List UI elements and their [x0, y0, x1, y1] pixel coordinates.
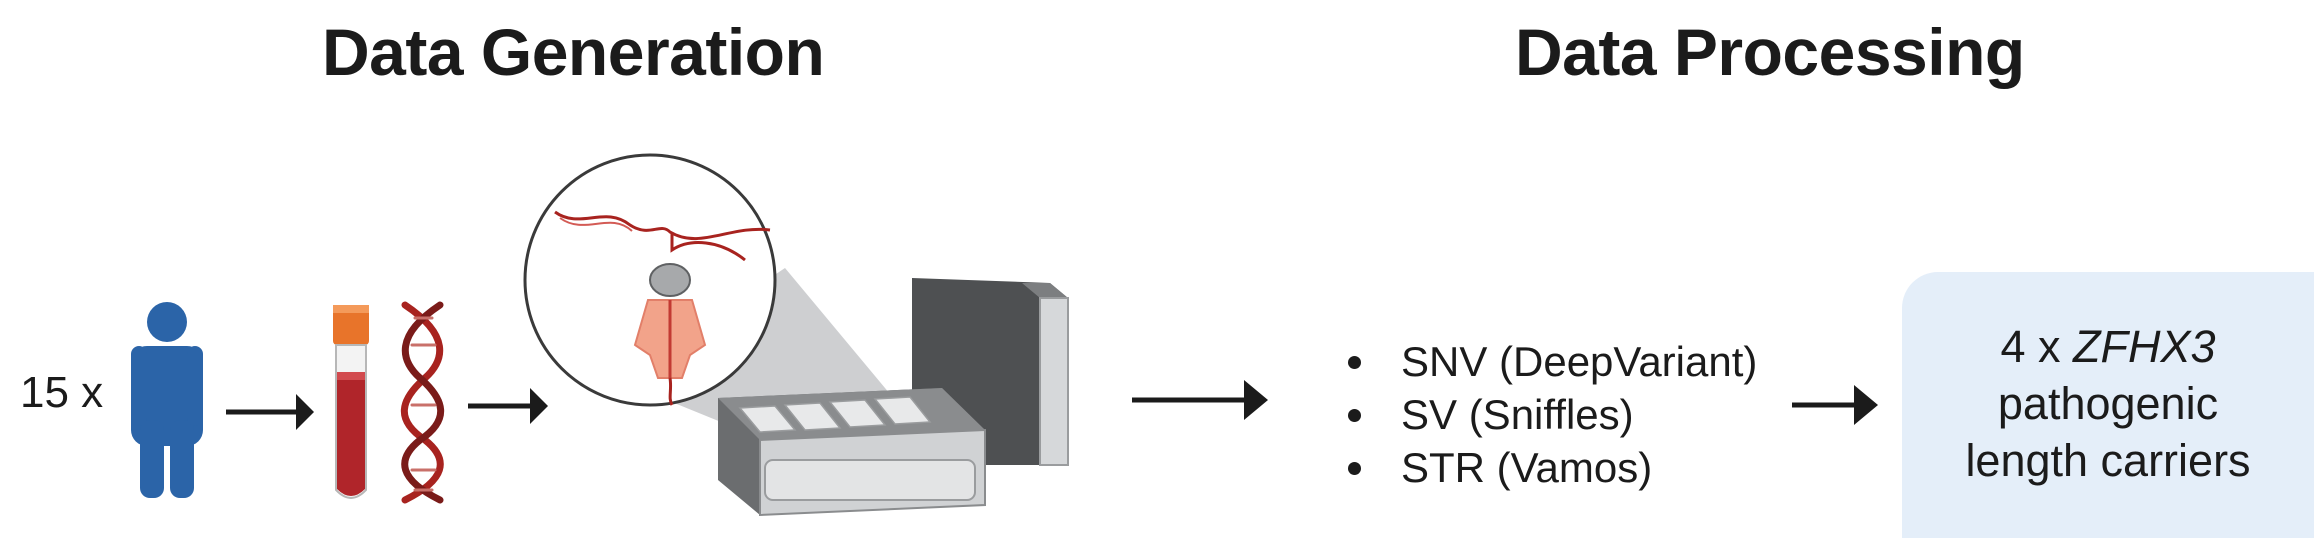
output-sv: SV (Sniffles) — [1401, 391, 1634, 438]
blood-tube-icon — [333, 305, 369, 499]
arrow-processing-to-result — [1792, 385, 1878, 425]
dna-helix-icon — [400, 301, 445, 504]
result-text: 4 x ZFHX3 pathogenic length carriers — [1902, 318, 2314, 489]
bullet-icon — [1348, 462, 1361, 475]
data-processing-title: Data Processing — [1515, 15, 2025, 89]
data-generation-title: Data Generation — [322, 15, 825, 89]
processing-output-list: SNV (DeepVariant) SV (Sniffles) STR (Vam… — [1348, 335, 1757, 494]
bullet-icon — [1348, 356, 1361, 369]
sample-count-label: 15 x — [20, 368, 104, 417]
arrow-dna-to-sequencer — [468, 388, 548, 424]
result-prefix: 4 x — [2000, 321, 2074, 372]
result-line-3: length carriers — [1965, 435, 2251, 486]
sequencer-device-icon — [718, 278, 1069, 517]
output-snv: SNV (DeepVariant) — [1401, 338, 1758, 385]
nanopore-magnifier-icon — [523, 153, 777, 407]
result-box: 4 x ZFHX3 pathogenic length carriers — [1902, 272, 2314, 538]
list-item: SV (Sniffles) — [1348, 388, 1757, 441]
person-icon — [131, 302, 203, 498]
arrow-person-to-tube — [226, 394, 314, 430]
result-line-2: pathogenic — [1997, 378, 2219, 429]
list-item: STR (Vamos) — [1348, 441, 1757, 494]
output-str: STR (Vamos) — [1401, 444, 1653, 491]
result-gene: ZFHX3 — [2073, 321, 2216, 372]
bullet-icon — [1348, 409, 1361, 422]
result-line-1: 4 x ZFHX3 — [1902, 318, 2314, 375]
list-item: SNV (DeepVariant) — [1348, 335, 1757, 388]
arrow-generation-to-processing — [1132, 380, 1268, 420]
